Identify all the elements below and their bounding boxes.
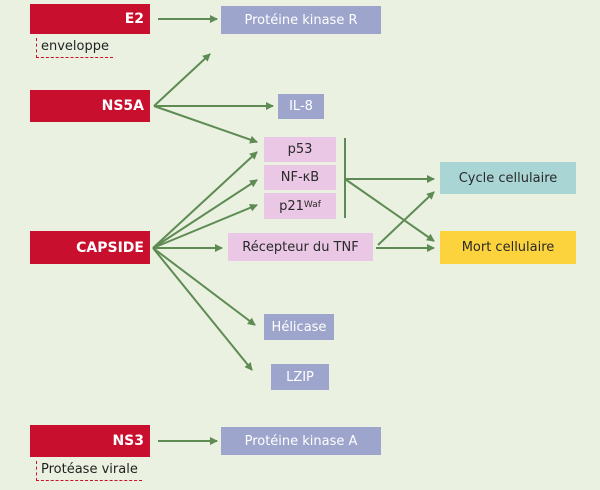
ns3-box: NS3 <box>30 425 150 457</box>
ns3-label: NS3 <box>112 433 144 449</box>
il8-box: IL-8 <box>278 94 324 119</box>
ns5a-label: NS5A <box>101 98 144 114</box>
arrow-capside-p53 <box>152 151 258 249</box>
arrow-tnf-cycle <box>377 191 435 246</box>
nfkb-box: NF-κB <box>264 165 336 190</box>
ns3-note: Protéase virale <box>36 461 142 481</box>
arrow-capside-p21 <box>152 203 258 249</box>
tnf-receptor-box: Récepteur du TNF <box>228 233 373 261</box>
capside-label: CAPSIDE <box>76 239 144 256</box>
helicase-box: Hélicase <box>264 314 334 340</box>
e2-note: enveloppe <box>36 38 113 58</box>
arrow-ns5a-top <box>153 53 211 107</box>
p53-box: p53 <box>264 137 336 162</box>
capside-box: CAPSIDE <box>30 231 150 264</box>
lzip-box: LZIP <box>271 364 329 390</box>
arrow-capside-nfkb <box>152 179 258 249</box>
e2-box: E2 <box>30 4 150 34</box>
cycle-cellulaire-box: Cycle cellulaire <box>440 162 576 194</box>
pkr-box: Protéine kinase R <box>221 6 381 34</box>
mort-cellulaire-box: Mort cellulaire <box>440 231 576 264</box>
e2-label: E2 <box>124 11 144 27</box>
arrow-capside-helicase <box>152 247 256 326</box>
pka-box: Protéine kinase A <box>221 427 381 455</box>
ns5a-box: NS5A <box>30 90 150 122</box>
arrow-ns5a-p53 <box>153 105 258 144</box>
arrow-capside-lzip <box>152 247 253 371</box>
arrow-bracket-mort <box>344 178 435 242</box>
